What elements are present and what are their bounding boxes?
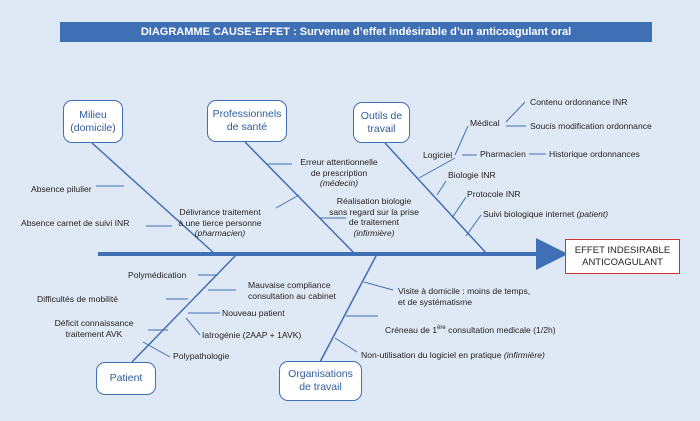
cause-creneau-a: Créneau de 1	[385, 324, 438, 335]
cause-erreur-l3: (médecin)	[319, 178, 359, 188]
cause-soucis-modification: Soucis modification ordonnance	[530, 121, 652, 131]
cause-erreur-l2: de prescription	[310, 167, 368, 178]
effect-line2: ANTICOAGULANT	[582, 256, 663, 268]
cause-realisation-biologie: Réalisation biologie sans regard sur la …	[323, 196, 425, 238]
cause-biologie-l2: sans regard sur la prise	[329, 206, 419, 217]
cause-suivi-who: (patient)	[576, 209, 609, 219]
cause-erreur-l1: Erreur attentionnelle	[300, 157, 378, 167]
cause-deficit-l1: Déficit connaissance	[54, 318, 134, 328]
cause-visite-domicile: Visite à domicile : moins de temps, et d…	[398, 286, 530, 307]
cause-delivrance-l2: à une tierce personne	[178, 217, 262, 228]
cause-creneau-sup: ère	[437, 325, 446, 331]
category-patient: Patient	[96, 362, 156, 395]
category-milieu-line1: Milieu	[79, 108, 107, 121]
bone-outils	[384, 142, 488, 255]
cause-biologie-l3: de traitement	[348, 217, 400, 227]
cause-visite-l2: et de systématisme	[398, 296, 473, 307]
cause-absence-carnet: Absence carnet de suivi INR	[21, 218, 130, 228]
cause-non-utilisation-logiciel: Non-utilisation du logiciel en pratique …	[361, 350, 545, 361]
cause-delivrance-l1: Délivrance traitement	[179, 207, 261, 217]
cause-deficit-connaissance: Déficit connaissance traitement AVK	[42, 318, 146, 339]
cause-erreur-prescription: Erreur attentionnelle de prescription (m…	[293, 157, 385, 189]
cause-polymedication: Polymédication	[128, 270, 187, 280]
category-patient-line1: Patient	[109, 372, 143, 384]
cause-suivi-text: Suivi biologique internet	[483, 209, 575, 219]
category-professionnels-line1: Professionnels	[212, 108, 282, 120]
cause-biologie-l4: (infirmière)	[353, 227, 395, 238]
cause-delivrance-tierce: Délivrance traitement à une tierce perso…	[172, 207, 268, 239]
cause-visite-l1: Visite à domicile : moins de temps,	[398, 286, 531, 296]
category-outils-line1: Outils de	[360, 109, 403, 122]
cause-compliance-l1: Mauvaise compliance	[248, 280, 331, 290]
cause-suivi-biologique: Suivi biologique internet (patient)	[483, 209, 608, 220]
cause-historique-ordonnances: Historique ordonnances	[549, 149, 640, 159]
cause-pharmacien: Pharmacien	[480, 149, 526, 159]
cause-difficultes-mobilite: Difficultés de mobilité	[37, 294, 119, 304]
category-organisations-line1: Organisations	[288, 368, 353, 380]
cause-absence-pilulier: Absence pilulier	[31, 184, 92, 194]
cause-creneau-consultation: Créneau de 1ère consultation medicale (1…	[385, 323, 556, 335]
cause-creneau-b: consultation medicale (1/2h)	[445, 324, 556, 335]
effect-line1: EFFET INDESIRABLE	[574, 244, 671, 256]
category-professionnels-line2: de santé	[226, 121, 268, 133]
cause-contenu-ordonnance: Contenu ordonnance INR	[530, 97, 628, 107]
bone-patient	[131, 253, 238, 363]
cause-protocole-inr: Protocole INR	[467, 189, 521, 199]
cause-compliance-l2: consultation au cabinet	[248, 290, 336, 301]
cause-iatrogenie: Iatrogénie (2AAP + 1AVK)	[202, 330, 302, 340]
category-organisations-line2: de travail	[299, 381, 342, 393]
bone-milieu	[91, 142, 216, 255]
bone-professionnels	[244, 141, 356, 255]
cause-biologie-inr: Biologie INR	[448, 170, 496, 180]
cause-mauvaise-compliance: Mauvaise compliance consultation au cabi…	[248, 280, 336, 301]
cause-deficit-l2: traitement AVK	[65, 328, 123, 339]
cause-delivrance-l3: (pharmacien)	[194, 228, 246, 238]
cause-nouveau-patient: Nouveau patient	[222, 308, 285, 318]
effect-box: EFFET INDESIRABLE ANTICOAGULANT	[565, 239, 680, 274]
cause-biologie-l1: Réalisation biologie	[336, 196, 412, 206]
cause-nonutil-who: (infirmière)	[503, 350, 545, 360]
category-milieu-line2: (domicile)	[70, 121, 116, 134]
diagram-title: DIAGRAMME CAUSE-EFFET : Survenue d’effet…	[60, 22, 652, 42]
category-outils-line2: travail	[367, 122, 396, 135]
cause-medical: Médical	[470, 118, 500, 128]
bone-organisations	[319, 253, 378, 363]
cause-logiciel: Logiciel	[423, 150, 453, 160]
cause-polypathologie: Polypathologie	[173, 351, 230, 361]
category-milieu: Milieu(domicile)	[63, 100, 123, 143]
cause-nonutil-text: Non-utilisation du logiciel en pratique	[361, 350, 502, 360]
